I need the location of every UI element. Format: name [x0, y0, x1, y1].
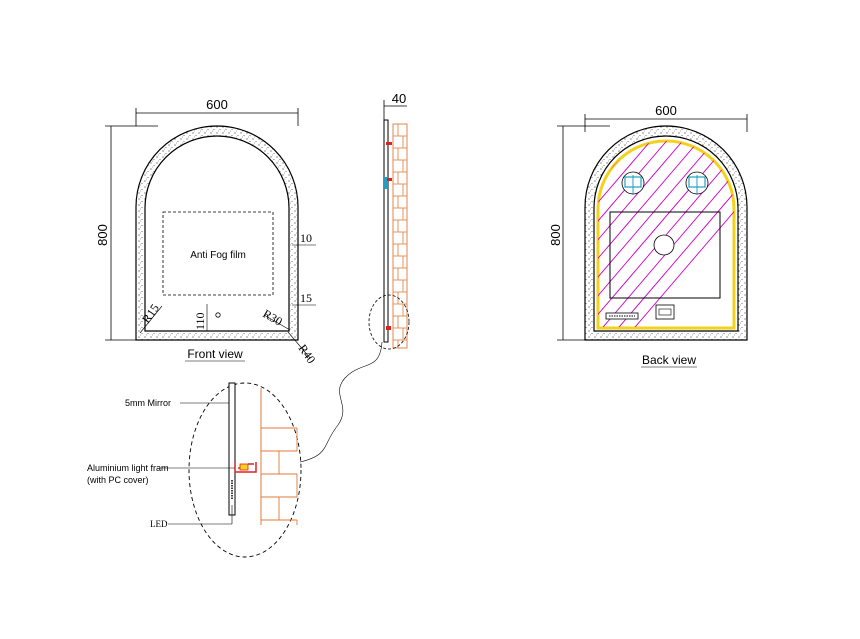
hanger-left-icon [621, 171, 645, 195]
hatch-line [598, 141, 661, 327]
back-hatch [416, 130, 734, 340]
hatch-line [416, 130, 596, 340]
back-panel [609, 211, 721, 299]
top-bracket [386, 142, 392, 145]
detail-callout-large [188, 382, 302, 558]
led-label: LED [150, 519, 168, 529]
hatch-line [598, 141, 734, 327]
hatch-line [598, 141, 734, 327]
anti-fog-film-area [162, 211, 274, 296]
detail-connector [299, 341, 383, 463]
back-view-caption: Back view [642, 353, 696, 367]
front-view-caption: Front view [187, 347, 243, 361]
mid-pad [384, 177, 387, 189]
hatch-line [598, 141, 709, 327]
touch-sensor-icon [215, 312, 221, 318]
aluminium-frame-label: Aluminium light fram [87, 463, 169, 473]
pc-cover-label: (with PC cover) [87, 475, 149, 485]
dim-110-label: 110 [193, 312, 207, 330]
led-strip [596, 139, 736, 330]
hatch-line [607, 141, 734, 327]
side-wall-outline [392, 123, 408, 349]
detail-view: 5mm Mirror Aluminium light fram (with PC… [87, 382, 302, 558]
back-view: 600 800 Back view [416, 103, 748, 368]
front-mirror-inner [144, 135, 290, 332]
mirror-5mm-label: 5mm Mirror [125, 398, 171, 408]
dim-15-label: 15 [300, 291, 312, 305]
bottom-bracket [386, 326, 391, 330]
side-brick-wall [392, 123, 408, 349]
front-width-label: 600 [206, 97, 228, 112]
front-view: Anti Fog film 600 800 10 15 R15 110 R30 … [95, 97, 318, 366]
hatch-line [598, 141, 693, 327]
hatch-line [598, 141, 725, 327]
anti-fog-film-label: Anti Fog film [190, 250, 246, 261]
back-sensor-hole [653, 234, 675, 256]
hatch-line [598, 141, 677, 327]
back-width-label: 600 [655, 103, 677, 118]
detail-brick-wall [260, 388, 298, 525]
hatch-line [623, 141, 734, 327]
power-box [655, 304, 675, 320]
side-mirror-profile [383, 119, 389, 343]
hanger-right-icon [685, 171, 709, 195]
back-height-label: 800 [548, 224, 563, 246]
side-view: 40 [299, 91, 410, 463]
mid-bracket [386, 178, 392, 181]
detail-callout-small [368, 294, 410, 350]
side-depth-label: 40 [392, 91, 406, 106]
r30-label: R30 [261, 306, 285, 328]
dim-10-label: 10 [300, 231, 312, 245]
front-height-label: 800 [95, 224, 110, 246]
